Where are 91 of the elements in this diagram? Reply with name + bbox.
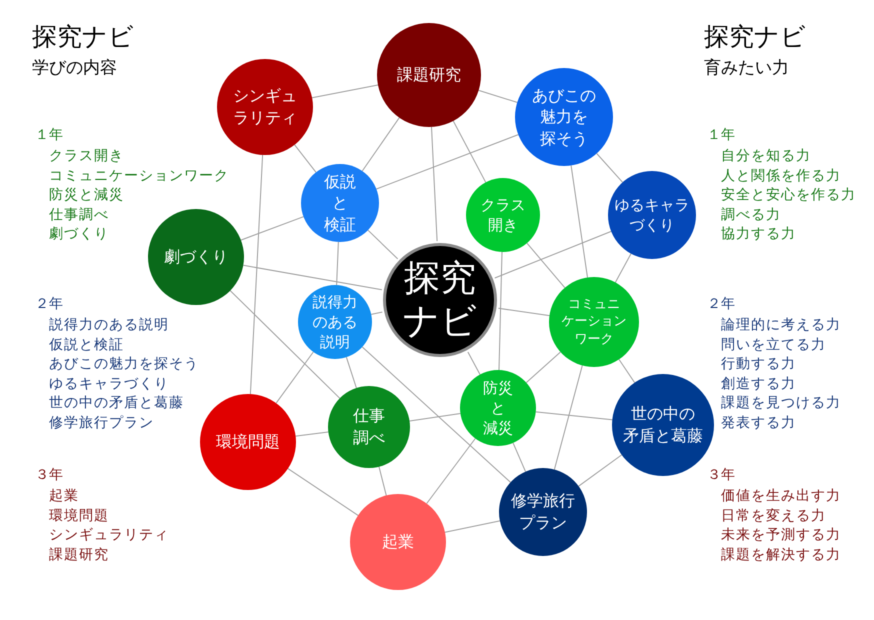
list-item: 修学旅行プラン xyxy=(49,414,154,432)
connector-line xyxy=(526,352,561,384)
list-item: 協力する力 xyxy=(721,225,796,243)
list-item: 環境問題 xyxy=(49,506,109,524)
year-label: ３年 xyxy=(35,466,63,484)
connector-line xyxy=(287,468,359,516)
topic-circle: ゆるキャラづくり xyxy=(608,171,696,259)
list-item: 問いを立てる力 xyxy=(721,336,826,354)
topic-circle: 課題研究 xyxy=(377,23,481,127)
list-item: 論理的に考える力 xyxy=(721,316,841,334)
year-label: ２年 xyxy=(707,295,735,313)
list-item: 防災と減災 xyxy=(49,186,124,204)
list-item: シンギュラリティ xyxy=(49,526,169,544)
connector-line xyxy=(494,230,612,278)
list-item: 劇づくり xyxy=(49,225,109,243)
connector-line xyxy=(242,264,382,290)
connector-line xyxy=(294,144,316,173)
list-item: 調べる力 xyxy=(721,206,781,224)
list-item: 世の中の矛盾と葛藤 xyxy=(49,394,184,412)
list-item: 仮説と検証 xyxy=(49,336,124,354)
heading: 探究ナビ xyxy=(32,21,134,53)
list-item: 安全と安心を作る力 xyxy=(721,186,856,204)
connector-line xyxy=(276,352,314,404)
connector-line xyxy=(240,216,304,241)
topic-circle: 劇づくり xyxy=(148,209,244,305)
list-item: 起業 xyxy=(49,487,79,505)
list-item: 自分を知る力 xyxy=(721,147,811,165)
year-label: ２年 xyxy=(35,295,63,313)
center-circle: 探究ナビ xyxy=(383,243,497,357)
connector-line xyxy=(295,432,329,437)
topic-circle: クラス開き xyxy=(466,178,540,252)
topic-circle: 環境問題 xyxy=(200,394,296,490)
list-item: クラス開き xyxy=(49,147,124,165)
connector-line xyxy=(512,442,526,472)
connector-line xyxy=(426,438,476,504)
list-item: ゆるキャラづくり xyxy=(49,374,169,392)
connector-line xyxy=(618,358,636,384)
connector-line xyxy=(578,454,622,487)
connector-line xyxy=(362,117,400,172)
subheading: 育みたい力 xyxy=(704,57,789,79)
connector-line xyxy=(614,253,632,283)
topic-circle: コミュニケーションワーク xyxy=(549,277,639,367)
topic-circle: 仕事調べ xyxy=(328,386,410,468)
connector-line xyxy=(526,242,566,288)
connector-line xyxy=(498,308,550,316)
year-label: １年 xyxy=(707,126,735,144)
connector-line xyxy=(444,520,500,533)
connector-line xyxy=(596,153,624,183)
topic-circle: あびこの魅力を探そう xyxy=(515,68,613,166)
list-item: 仕事調べ xyxy=(49,206,109,224)
connector-line xyxy=(378,466,387,496)
list-item: 日常を変える力 xyxy=(721,506,826,524)
subheading: 学びの内容 xyxy=(32,57,117,79)
connector-line xyxy=(368,230,398,260)
connector-line xyxy=(498,252,502,370)
connector-line xyxy=(312,84,378,98)
topic-circle: 修学旅行プラン xyxy=(499,468,587,556)
heading: 探究ナビ xyxy=(704,21,806,53)
topic-circle: 起業 xyxy=(350,494,446,590)
connector-line xyxy=(370,312,383,315)
connector-line xyxy=(467,352,480,375)
connector-line xyxy=(554,365,583,470)
connector-line xyxy=(230,290,340,399)
connector-line xyxy=(409,413,461,422)
list-item: 課題研究 xyxy=(49,546,109,564)
list-item: 課題を見つける力 xyxy=(721,394,841,412)
list-item: 発表する力 xyxy=(721,414,796,432)
topic-circle: 仮説と検証 xyxy=(301,164,379,242)
connector-line xyxy=(376,134,519,190)
list-item: コミュニケーションワーク xyxy=(49,166,229,184)
connector-line xyxy=(570,165,588,278)
list-item: 説得力のある説明 xyxy=(49,316,169,334)
connector-line xyxy=(452,120,486,183)
list-item: 創造する力 xyxy=(721,374,796,392)
list-item: あびこの魅力を探そう xyxy=(49,355,199,373)
connector-line xyxy=(535,411,613,420)
connector-line xyxy=(478,90,518,103)
connector-line xyxy=(336,242,339,286)
connector-line xyxy=(250,154,264,395)
list-item: 課題を解決する力 xyxy=(721,546,841,564)
connector-line xyxy=(362,346,511,483)
connector-line xyxy=(346,356,357,388)
list-item: 人と関係を作る力 xyxy=(721,166,841,184)
topic-circle: シンギュラリティ xyxy=(217,59,313,155)
list-item: 価値を生み出す力 xyxy=(721,487,841,505)
topic-circle: 説得力のある説明 xyxy=(298,285,372,359)
connector-line xyxy=(431,126,438,242)
topic-circle: 防災と減災 xyxy=(460,370,536,446)
list-item: 行動する力 xyxy=(721,355,796,373)
year-label: １年 xyxy=(35,126,63,144)
list-item: 未来を予測する力 xyxy=(721,526,841,544)
